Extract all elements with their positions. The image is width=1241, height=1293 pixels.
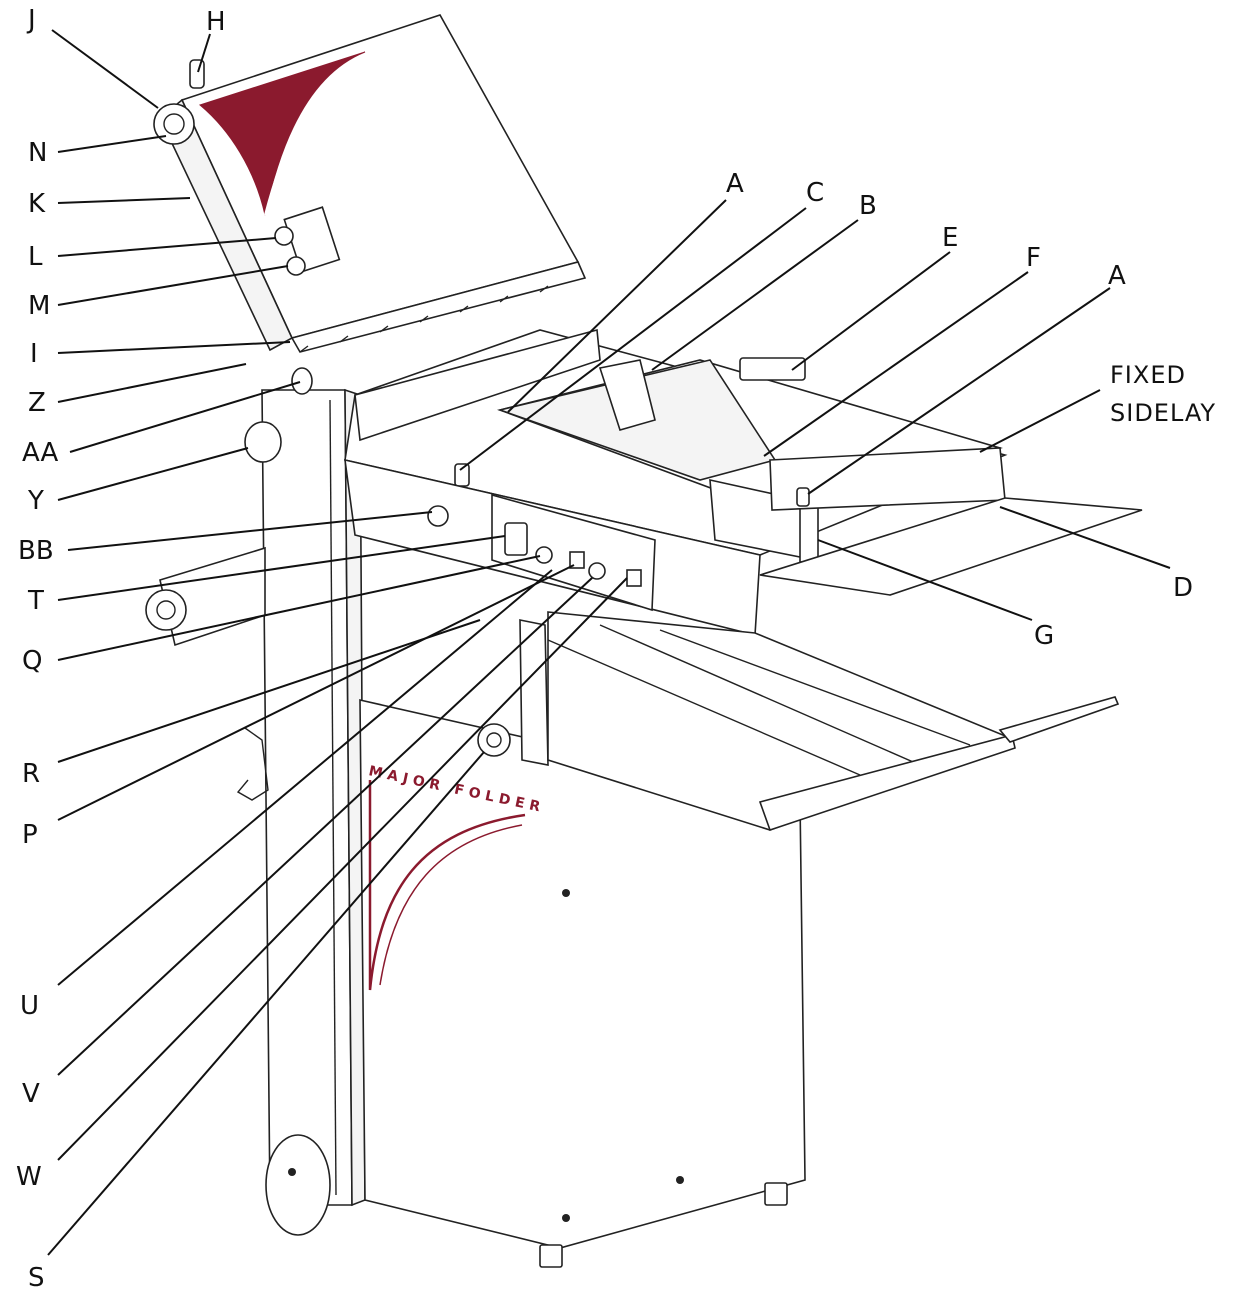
fixed-sidelay-line1: FIXED	[1110, 361, 1186, 389]
delivery-conveyor	[547, 611, 1120, 832]
callout-s: S	[28, 1263, 45, 1293]
callout-u: U	[20, 991, 39, 1021]
fixed-sidelay-line2: SIDELAY	[1110, 399, 1216, 427]
callout-g: G	[1034, 621, 1054, 651]
callout-r: R	[22, 759, 40, 789]
callout-n: N	[28, 138, 47, 168]
cabinet-swoosh	[368, 780, 526, 991]
callout-j: J	[26, 5, 36, 35]
callout-y: Y	[27, 486, 44, 516]
callout-aa: AA	[22, 438, 59, 468]
left-column	[145, 367, 366, 1236]
callout-p: P	[22, 820, 38, 850]
top-cover	[153, 14, 587, 353]
callout-w: W	[16, 1162, 42, 1192]
callout-b: B	[859, 191, 877, 221]
callout-f: F	[1026, 243, 1041, 273]
callout-v: V	[22, 1079, 40, 1109]
leader-lines	[47, 29, 1171, 1256]
callout-h: H	[206, 7, 226, 37]
callout-bb: BB	[18, 536, 54, 566]
callout-d: D	[1173, 573, 1193, 603]
cabinet: MAJOR FOLDER	[359, 619, 806, 1268]
callout-k: K	[28, 189, 46, 219]
callout-a-right: A	[1108, 261, 1126, 291]
callout-t: T	[27, 586, 44, 616]
callout-q: Q	[22, 646, 42, 676]
feed-table	[344, 328, 1143, 596]
control-panel	[344, 458, 761, 637]
callout-l: L	[28, 242, 43, 272]
callout-c: C	[806, 178, 824, 208]
machine-illustration: MAJOR FOLDER	[145, 14, 1143, 1268]
callout-labels: J H N K L M I Z AA Y BB T Q R P U V W S …	[16, 5, 1216, 1293]
callout-z: Z	[28, 388, 46, 418]
callout-i: I	[30, 339, 38, 369]
callout-a-left: A	[726, 169, 744, 199]
callout-m: M	[28, 291, 50, 321]
callout-e: E	[942, 223, 958, 253]
